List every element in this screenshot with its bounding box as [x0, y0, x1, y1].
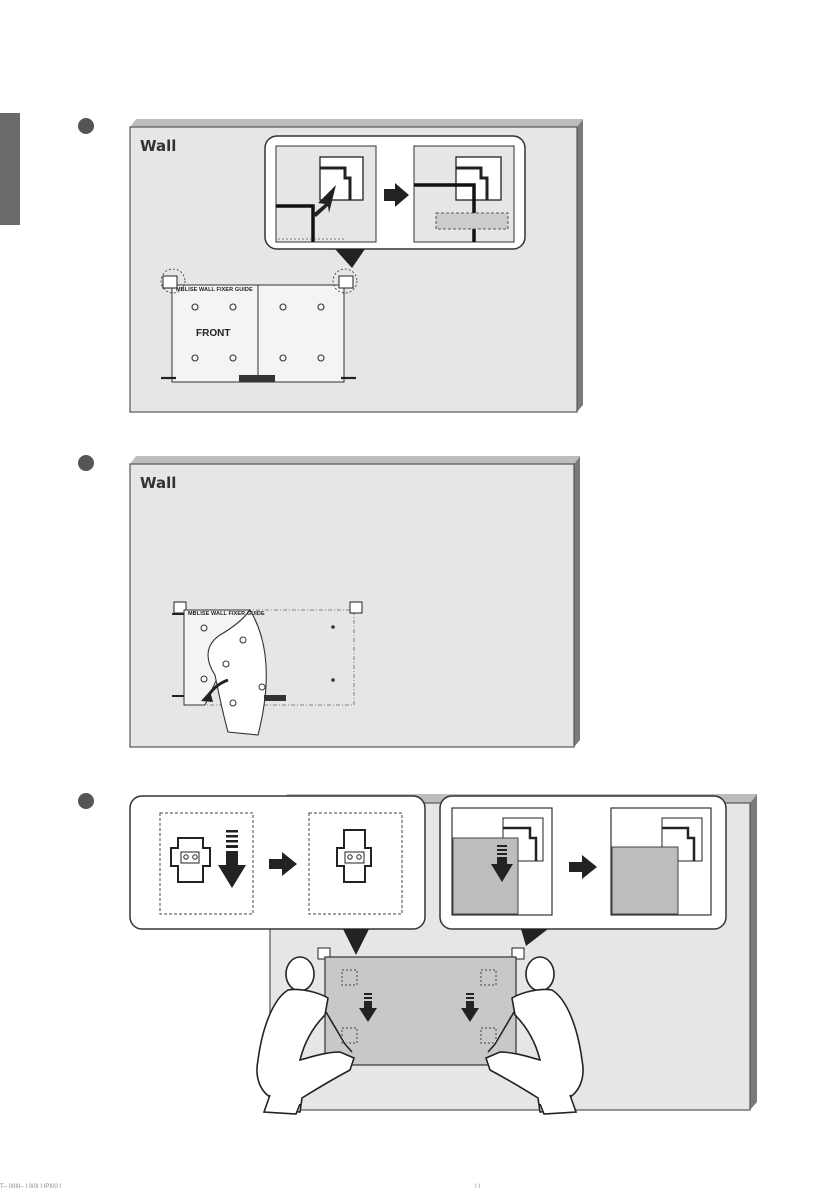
display-panel	[325, 957, 516, 1065]
display-before	[453, 838, 518, 914]
display-after	[612, 847, 678, 914]
footer-left-text: T– 0IIIII– I 0I0I I IPI00 I	[0, 1184, 61, 1190]
footer-right-text: I I	[475, 1184, 480, 1190]
